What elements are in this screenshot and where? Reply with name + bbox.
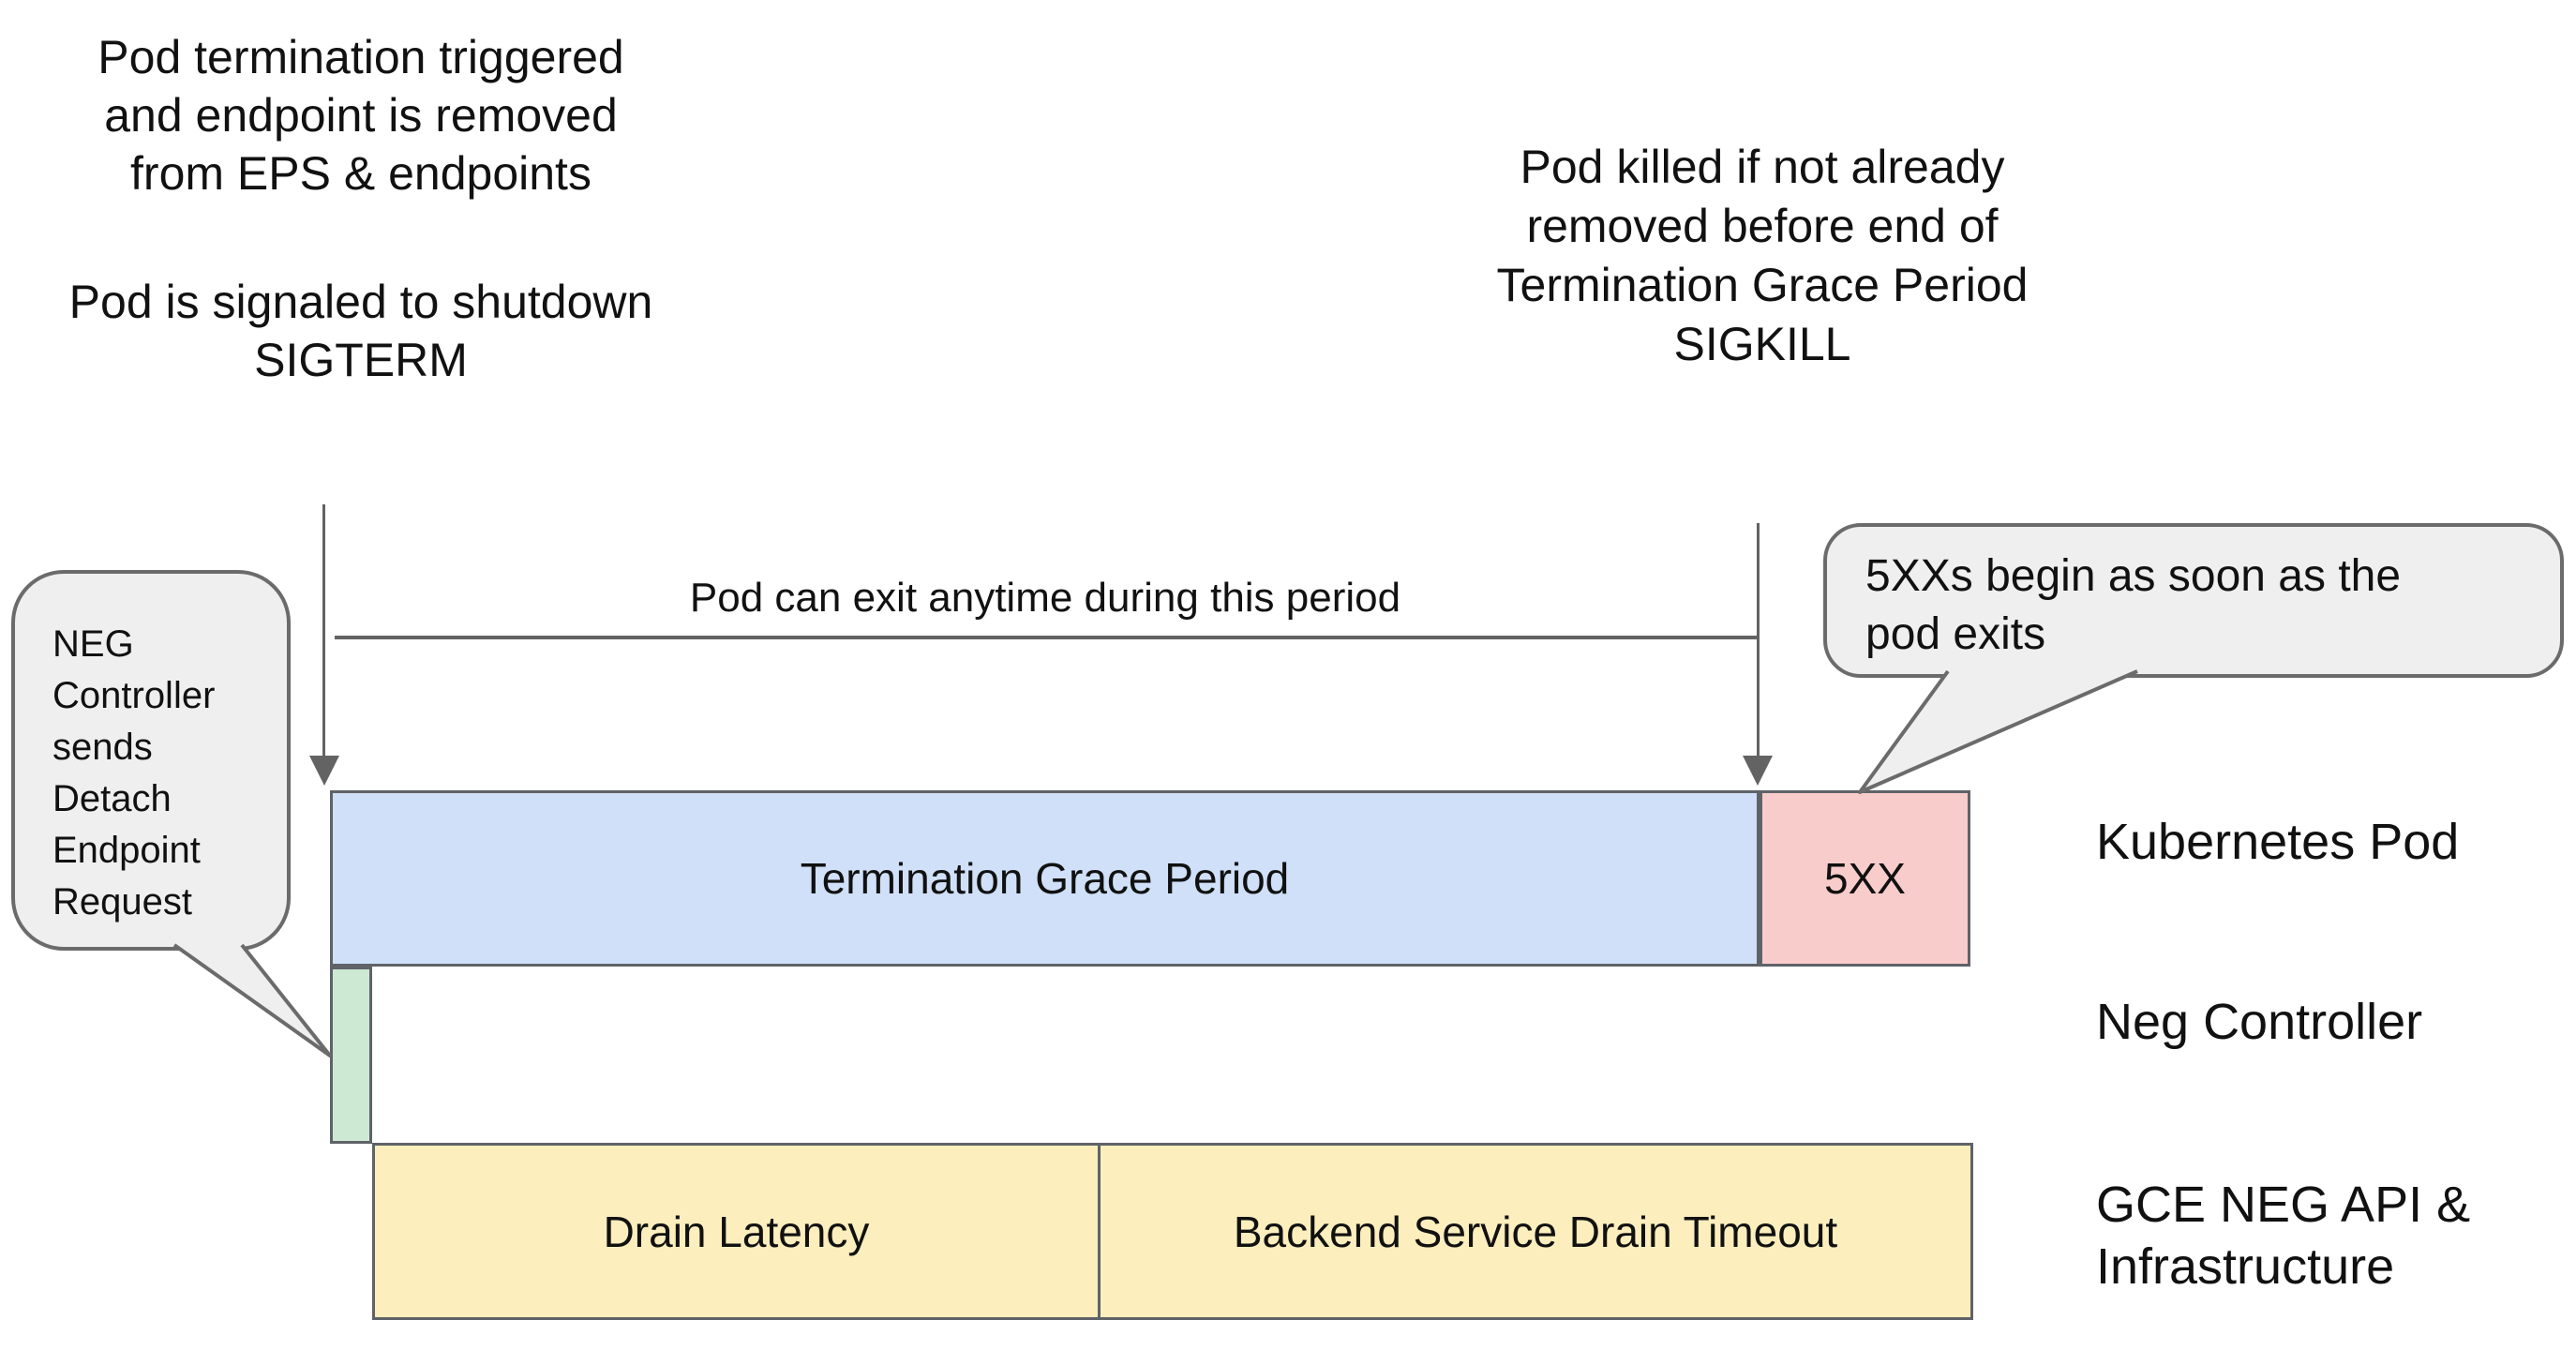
fivexx-callout-text: 5XXs begin as soon as the pod exits	[1865, 551, 2402, 659]
sigkill-event-line	[1757, 523, 1760, 759]
backend-service-drain-timeout-cell: Backend Service Drain Timeout	[1101, 1143, 1973, 1320]
annotation-pod-can-exit: Pod can exit anytime during this period	[689, 575, 1401, 621]
fivexx-callout-tail	[1858, 669, 2138, 794]
row-label-neg-controller: Neg Controller	[2096, 994, 2423, 1050]
neg-detach-callout-bubble	[11, 570, 291, 951]
annotation-pod-killed: Pod killed if not already removed before…	[1496, 141, 2029, 370]
annotation-pod-termination: Pod termination triggered and endpoint i…	[97, 31, 624, 200]
error-5xx-label: 5XX	[1824, 854, 1906, 903]
error-5xx-bar: 5XX	[1760, 790, 1970, 967]
exit-period-span-line	[335, 636, 1757, 639]
neg-controller-detach-bar	[330, 967, 372, 1144]
sigterm-event-line	[322, 504, 325, 759]
backend-service-drain-timeout-label: Backend Service Drain Timeout	[1233, 1207, 1838, 1256]
termination-grace-period-label: Termination Grace Period	[800, 854, 1290, 903]
drain-latency-cell: Drain Latency	[372, 1143, 1101, 1320]
neg-detach-callout-tail	[172, 943, 332, 1058]
gce-drain-bar: Drain Latency Backend Service Drain Time…	[372, 1143, 1973, 1320]
row-label-gce-neg-api: GCE NEG API & Infrastructure	[2096, 1177, 2471, 1295]
row-label-kubernetes-pod: Kubernetes Pod	[2096, 814, 2460, 870]
fivexx-callout-bubble	[1823, 523, 2564, 678]
neg-detach-callout-text: NEG Controller sends Detach Endpoint Req…	[52, 623, 216, 922]
sigterm-arrowhead-icon	[309, 756, 339, 786]
termination-grace-period-bar: Termination Grace Period	[330, 790, 1760, 967]
annotation-pod-signaled: Pod is signaled to shutdown SIGTERM	[68, 276, 653, 386]
drain-latency-label: Drain Latency	[603, 1207, 870, 1256]
sigkill-arrowhead-icon	[1743, 756, 1773, 786]
